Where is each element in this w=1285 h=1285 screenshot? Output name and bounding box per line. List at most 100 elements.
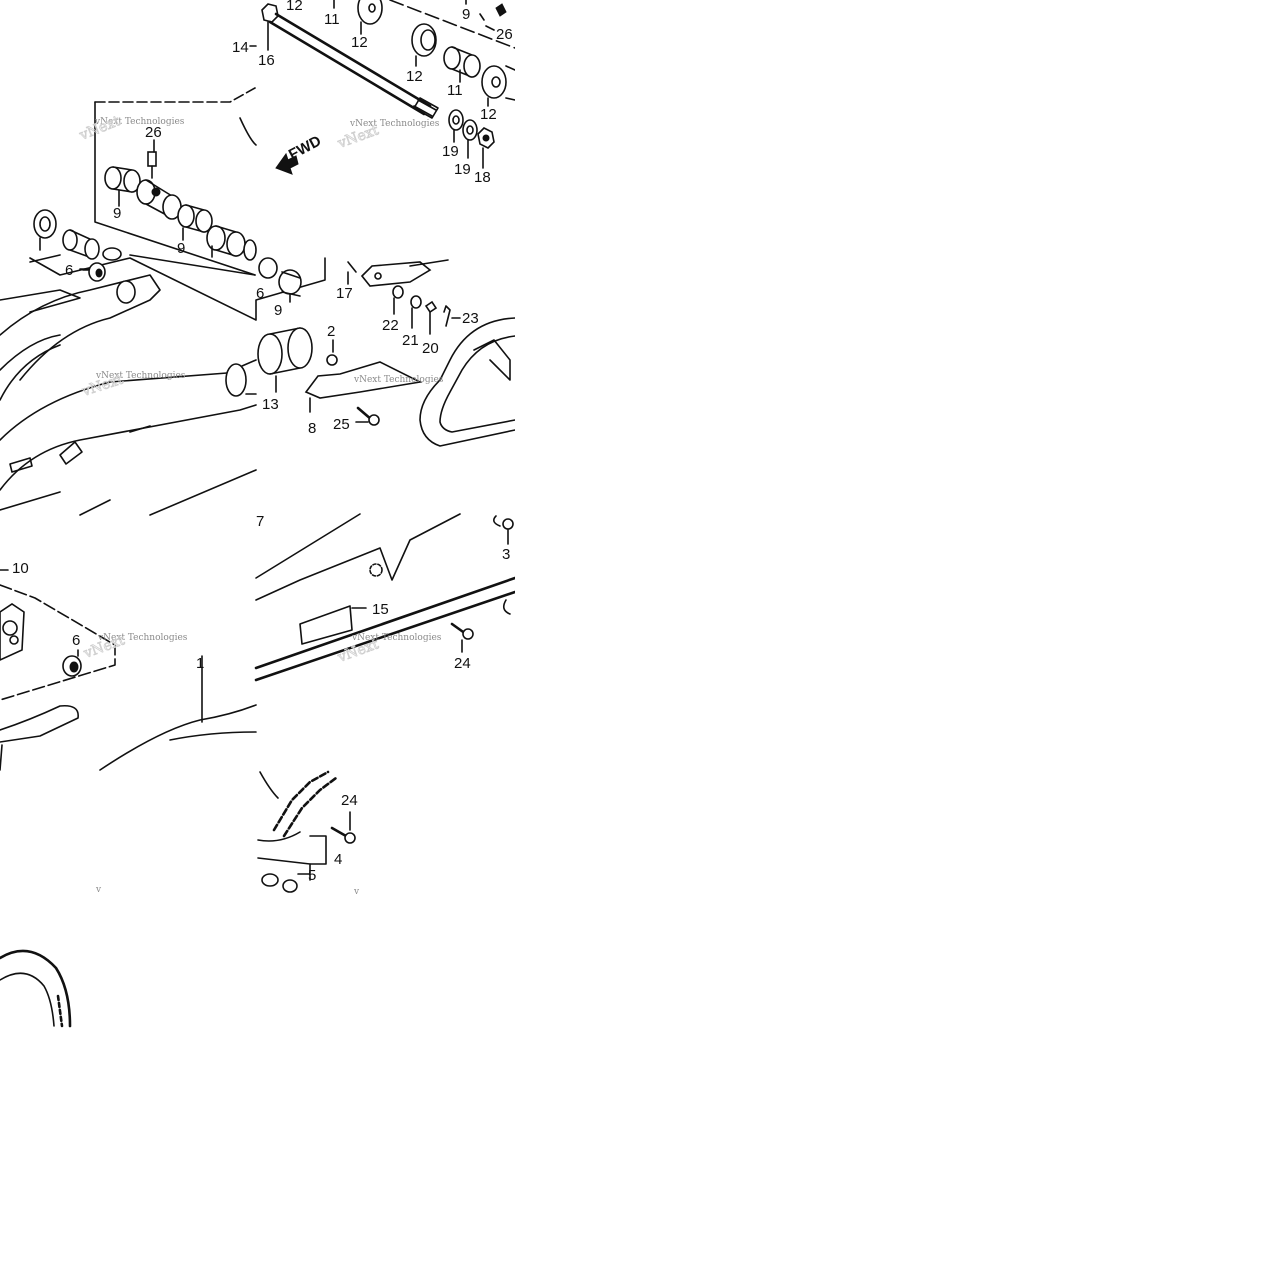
blank-area — [360, 770, 515, 1285]
callout-11-b: 11 — [447, 82, 463, 99]
callout-8: 8 — [308, 420, 316, 437]
callout-24-b: 24 — [341, 792, 358, 809]
axle-bracket — [0, 704, 79, 743]
swingarm-upper-arm — [0, 274, 161, 381]
swingarm-tube-lower — [169, 731, 257, 741]
blank-area — [0, 1028, 72, 1285]
washer-22 — [392, 285, 404, 315]
bolt-24-a — [450, 622, 474, 653]
callout-10: 10 — [12, 560, 29, 577]
swingarm-side — [0, 344, 241, 441]
pivot-tube — [136, 179, 182, 220]
rubber-mount-13 — [225, 359, 257, 397]
callout-19-a: 19 — [442, 143, 459, 160]
grease-nipple-right — [495, 3, 507, 17]
callout-21: 21 — [402, 332, 419, 349]
fwd-arrow: FWD — [275, 132, 324, 175]
callout-13: 13 — [262, 396, 279, 413]
adjuster-plate-17 — [347, 259, 449, 287]
case-top — [255, 513, 361, 579]
swingarm-dashed-outline — [29, 257, 326, 321]
chain-end-curve — [259, 771, 279, 799]
tile-chain-guide: 13 2 8 25 17 22 21 20 23 9 6 vNext Techn… — [256, 257, 516, 447]
end-plate-hole-2 — [9, 635, 19, 645]
guard-outer — [0, 949, 72, 1028]
callout-9-c: 9 — [462, 6, 470, 23]
tile-chain-case: 15 24 3 vNext Technologies vNext — [254, 513, 517, 682]
callout-25: 25 — [333, 416, 350, 433]
swingarm-plate — [0, 289, 81, 313]
callout-4: 4 — [334, 851, 342, 868]
frame-curve — [239, 117, 257, 146]
callout-5: 5 — [308, 867, 316, 884]
bushing-6-a — [88, 262, 106, 282]
cotter-pin-23 — [443, 305, 461, 327]
tile-mudguard — [0, 949, 72, 1028]
watermark-fragment: v — [95, 885, 102, 895]
callout-9-d: 9 — [274, 302, 282, 319]
callout-24-a: 24 — [454, 655, 471, 672]
callout-7: 7 — [256, 513, 264, 530]
master-link-5 — [257, 857, 311, 893]
callout-26-top-left: 26 — [145, 124, 162, 141]
washers-nut — [448, 109, 495, 149]
callout-edge-6: 6 — [256, 285, 264, 302]
chain-slider — [419, 317, 516, 447]
nut-20 — [424, 300, 438, 335]
callout-6-b: 6 — [72, 632, 80, 649]
seal-left — [33, 209, 57, 251]
bushing-9-left — [104, 166, 141, 193]
watermark: vNext Technologies — [353, 375, 444, 385]
axle-dashed-outline — [0, 584, 116, 701]
callout-17: 17 — [336, 285, 353, 302]
callout-23: 23 — [462, 310, 479, 327]
callout-16: 16 — [258, 52, 275, 69]
bushing-9-lower — [258, 257, 302, 303]
housing-outline — [94, 101, 256, 276]
bracket-leg — [0, 744, 3, 771]
bolt-24-b — [330, 811, 356, 844]
leader-4 — [309, 835, 327, 865]
blank-area — [515, 0, 1285, 1285]
case-rail-upper — [254, 576, 517, 670]
swingarm-tube — [99, 704, 257, 771]
washer-21 — [410, 295, 422, 329]
callout-18: 18 — [474, 169, 491, 186]
callout-12-d: 12 — [480, 106, 497, 123]
case-profile — [255, 513, 461, 601]
callout-11-a: 11 — [324, 11, 340, 28]
callout-2: 2 — [327, 323, 335, 340]
watermark: vNext Technologies — [349, 119, 440, 129]
callout-14: 14 — [232, 39, 249, 56]
housing-top-edge — [94, 87, 256, 103]
sleeve-11 — [443, 46, 481, 78]
chain-guide-8 — [304, 361, 423, 413]
seal-12-middle — [411, 23, 437, 57]
end-plate-hole — [2, 620, 18, 636]
clip-right — [502, 599, 511, 615]
fwd-label: FWD — [286, 132, 324, 163]
callout-19-b: 19 — [454, 161, 471, 178]
slot — [9, 457, 33, 473]
guard-inner — [0, 972, 55, 1027]
callout-6-a: 6 — [65, 262, 73, 279]
callout-9-a: 9 — [113, 205, 121, 222]
callout-15: 15 — [372, 601, 389, 618]
bolt-2 — [326, 339, 338, 366]
bushing-6-b — [62, 649, 82, 677]
swingarm-lower — [0, 404, 257, 491]
tile-drive-chain: 24 4 5 — [257, 770, 358, 893]
drive-chain — [257, 770, 338, 842]
collar-13 — [257, 327, 313, 393]
guard-chain — [56, 994, 64, 1028]
callout-12-b: 12 — [351, 34, 368, 51]
seal-12-top — [357, 0, 383, 25]
callout-1: 1 — [196, 655, 204, 672]
seal-12-right — [481, 65, 516, 101]
tile-pivot-shaft: FWD 12 11 12 14 16 12 11 12 9 26 19 19 1… — [232, 0, 516, 186]
swingarm-arm-edge — [0, 334, 61, 371]
slot-b — [129, 425, 151, 433]
swingarm-bottom — [0, 469, 257, 516]
tile-pivot-bushings: 26 9 9 vNext Technologies vNext — [29, 87, 257, 276]
